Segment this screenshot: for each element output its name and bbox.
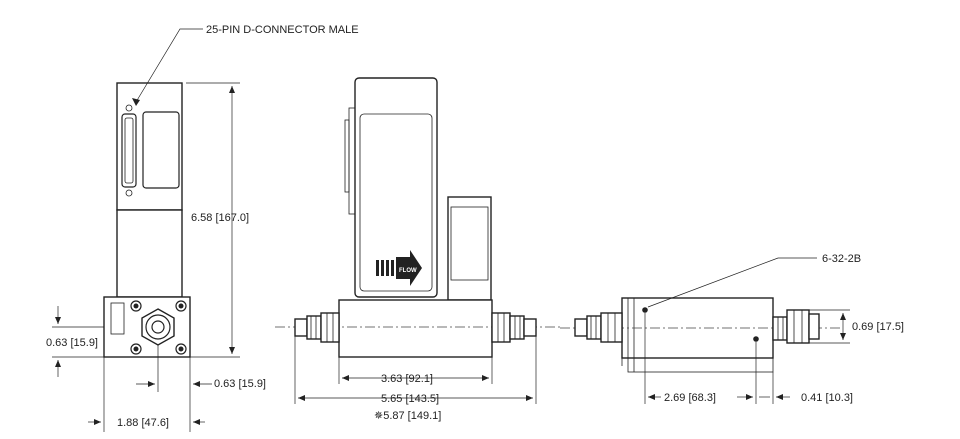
right-fitting [491,312,537,343]
height-dimension: 6.58 [167.0] [191,212,249,224]
left-fitting [294,312,340,343]
flow-label: FLOW [399,268,417,274]
bottom-left-fitting [574,312,623,343]
alt-length-dimension: ✵5.87 [149.1] [374,410,441,422]
body-length-dimension: 3.63 [92.1] [381,373,433,385]
sensor-tower [447,196,492,301]
bottom-right-fitting [772,309,820,344]
side-view-base-block [338,299,493,358]
connector-callout: 25-PIN D-CONNECTOR MALE [132,24,359,106]
connector-callout-label: 25-PIN D-CONNECTOR MALE [206,24,359,36]
threaded-hole [753,336,759,342]
end-view: 6.58 [167.0] 0.63 [15.9] 0.63 [15.9] 1.8… [46,82,266,432]
flow-arrow-icon: FLOW [376,250,422,286]
bottom-length-dimension: 2.69 [68.3] [664,392,716,404]
bottom-view: 6-32-2B 0.69 [17.5] 2.69 [68.3] 0.41 [10… [560,253,904,404]
left-offset-dimension: 0.63 [15.9] [46,337,98,349]
d-connector-shell [121,113,137,188]
bottom-offset-dimension: 0.41 [10.3] [801,392,853,404]
threaded-hole [642,307,648,313]
end-view-upper-housing [116,82,183,211]
right-offset-dimension: 0.63 [15.9] [214,378,266,390]
end-view-lower-housing [116,209,183,298]
bottom-height-dimension: 0.69 [17.5] [852,321,904,333]
display-window [142,111,180,189]
width-dimension: 1.88 [47.6] [117,417,169,429]
overall-length-dimension: 5.65 [143.5] [381,393,439,405]
side-view: FLOW 3.63 [92 [275,77,560,422]
thread-callout-label: 6-32-2B [822,253,861,265]
